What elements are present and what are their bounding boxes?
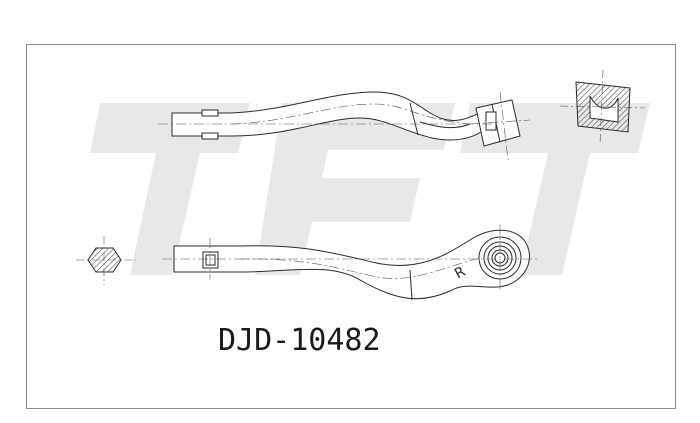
watermark-logo [90,103,650,275]
top-view-centerlines [158,91,531,161]
tie-rod-front-view [173,229,530,301]
drawing-frame [26,44,676,409]
hex-centerlines [76,236,136,285]
front-view-centerlines [162,225,540,292]
part-number-label: DJD-10482 [218,323,381,358]
tie-rod-top-view [171,91,521,147]
section-centerlines [559,69,646,146]
